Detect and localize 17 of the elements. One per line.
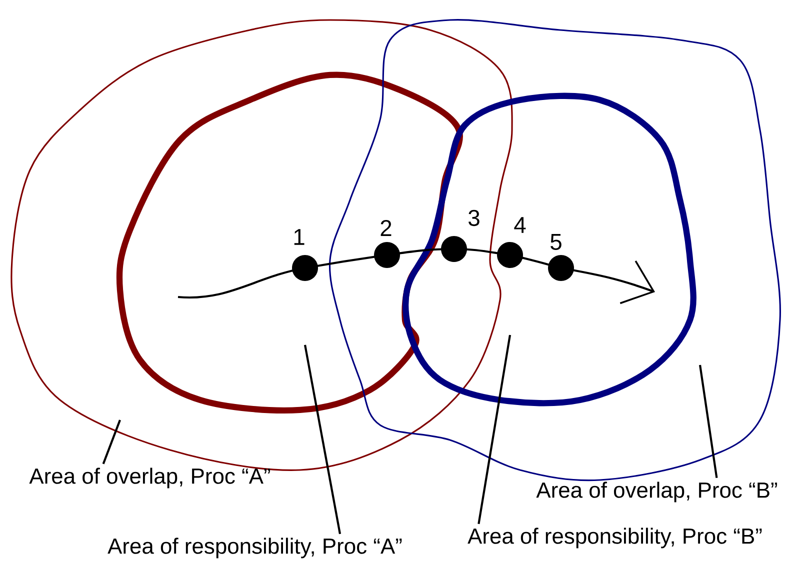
area-label: Area of overlap, Proc “A” bbox=[29, 468, 270, 488]
leader-line bbox=[102, 420, 121, 464]
point-number: 1 bbox=[294, 229, 304, 245]
leader-line bbox=[478, 334, 512, 524]
point-number: 2 bbox=[380, 220, 392, 236]
area-label: Area of responsibility, Proc “B” bbox=[468, 528, 762, 548]
point-number: 3 bbox=[468, 210, 480, 226]
point-number: 5 bbox=[550, 234, 562, 250]
leader-line bbox=[698, 364, 718, 478]
area-label: Area of overlap, Proc “B” bbox=[536, 482, 777, 502]
area-label: Area of responsibility, Proc “A” bbox=[108, 538, 402, 558]
region-outline bbox=[328, 18, 782, 482]
trajectory-arrow bbox=[178, 248, 656, 304]
point-number: 4 bbox=[514, 217, 526, 233]
leader-line bbox=[304, 344, 342, 534]
region-outline bbox=[402, 92, 696, 406]
region-outline bbox=[116, 72, 463, 414]
